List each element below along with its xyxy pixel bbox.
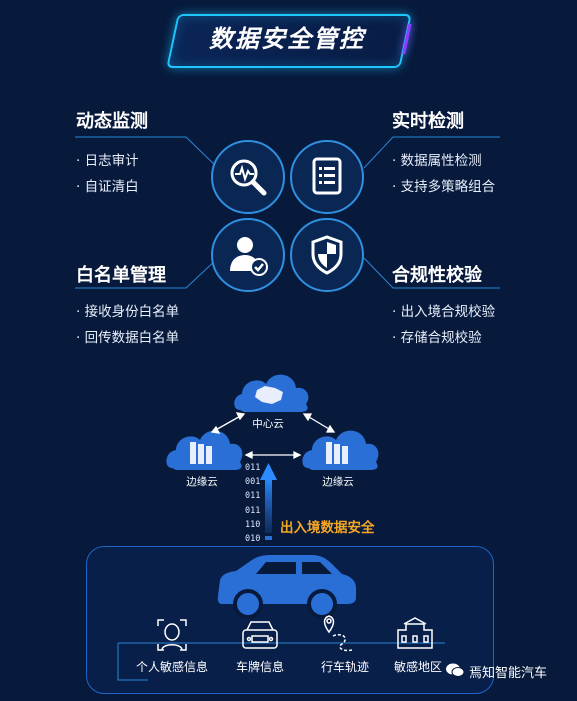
line-top-left <box>75 136 219 169</box>
wechat-icon <box>445 662 465 678</box>
sensitive-item-personal: 个人敏感信息 <box>135 660 208 674</box>
document-list-icon <box>312 157 342 195</box>
detection-circle <box>290 140 364 214</box>
magnifier-chart-icon <box>230 159 267 196</box>
feature-item: · 自证清白 <box>76 179 139 195</box>
flow-label: 出入境数据安全 <box>280 520 375 536</box>
right-edge-cloud-icon <box>302 430 379 470</box>
feature-item: · 数据属性检测 <box>392 153 482 169</box>
car-icon <box>217 555 356 619</box>
right-cloud-label: 边缘云 <box>322 476 354 488</box>
binary-stream: 011 001 011 011 110 010 <box>245 463 261 545</box>
face-scan-icon <box>157 619 187 651</box>
flow-arrow-head <box>260 463 277 480</box>
sensitive-item-region: 敏感地区 <box>393 660 442 674</box>
watermark-text: 焉知智能汽车 <box>469 666 548 681</box>
left-edge-cloud-icon <box>166 430 243 470</box>
user-check-icon <box>230 237 268 276</box>
sensitive-item-plate: 车牌信息 <box>235 660 284 674</box>
bracket-left <box>117 643 148 681</box>
feature-item: · 日志审计 <box>76 153 139 169</box>
feature-title-compliance: 合规性校验 <box>392 265 482 286</box>
line-bottom-left <box>75 257 219 289</box>
flow-arrow-shaft <box>265 478 272 533</box>
page-title: 数据安全管控 <box>209 25 365 53</box>
feature-title-dynamic-monitoring: 动态监测 <box>76 111 148 132</box>
feature-item: · 存储合规校验 <box>392 330 482 346</box>
feature-item: · 接收身份白名单 <box>76 304 180 320</box>
center-cloud-icon <box>234 374 309 412</box>
shield-icon <box>311 235 343 275</box>
feature-title-whitelist: 白名单管理 <box>76 265 166 286</box>
line-top-right <box>363 136 500 169</box>
compliance-circle <box>290 218 364 292</box>
route-pin-icon <box>323 615 353 652</box>
line-bottom-right <box>363 257 500 289</box>
feature-item: · 回传数据白名单 <box>76 330 180 346</box>
feature-item: · 支持多策略组合 <box>392 179 496 195</box>
sensitive-item-trajectory: 行车轨迹 <box>320 660 369 674</box>
left-cloud-label: 边缘云 <box>186 476 218 488</box>
whitelist-circle <box>211 218 285 292</box>
feature-title-realtime-detection: 实时检测 <box>392 111 464 132</box>
feature-item: · 出入境合规校验 <box>392 304 496 320</box>
center-cloud-label: 中心云 <box>252 418 284 430</box>
license-plate-icon <box>242 621 278 649</box>
monitor-circle <box>211 140 285 214</box>
building-icon <box>397 617 433 649</box>
